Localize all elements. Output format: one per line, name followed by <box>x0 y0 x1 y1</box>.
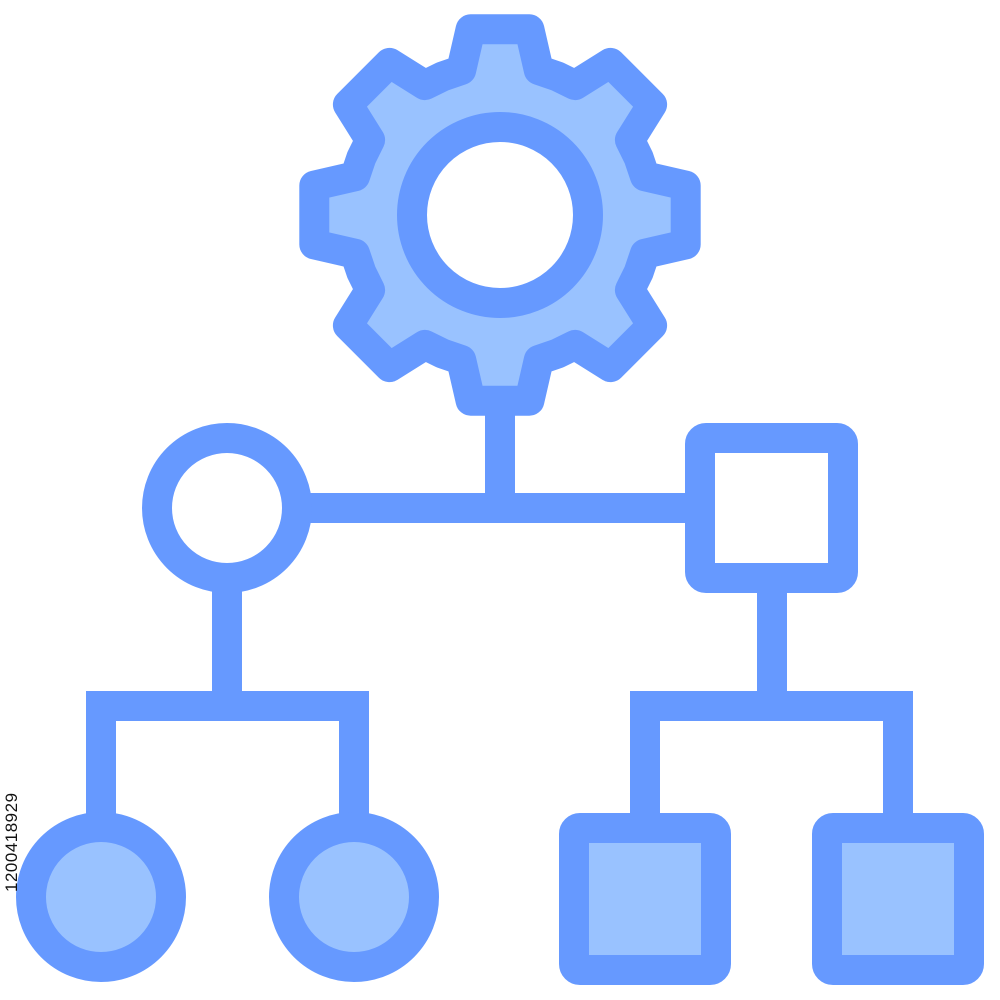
watermark-id-text: 1200418929 <box>2 792 21 893</box>
node-square-mid <box>685 423 858 593</box>
connector-lines <box>86 385 913 843</box>
gear-center-hole <box>397 112 603 318</box>
leaf-circle-right <box>269 812 439 982</box>
node-circle-mid <box>142 423 312 593</box>
leaf-square-left <box>559 813 731 985</box>
node-shapes <box>16 14 984 985</box>
leaf-square-right <box>812 813 984 985</box>
leaf-circle-left <box>16 812 186 982</box>
